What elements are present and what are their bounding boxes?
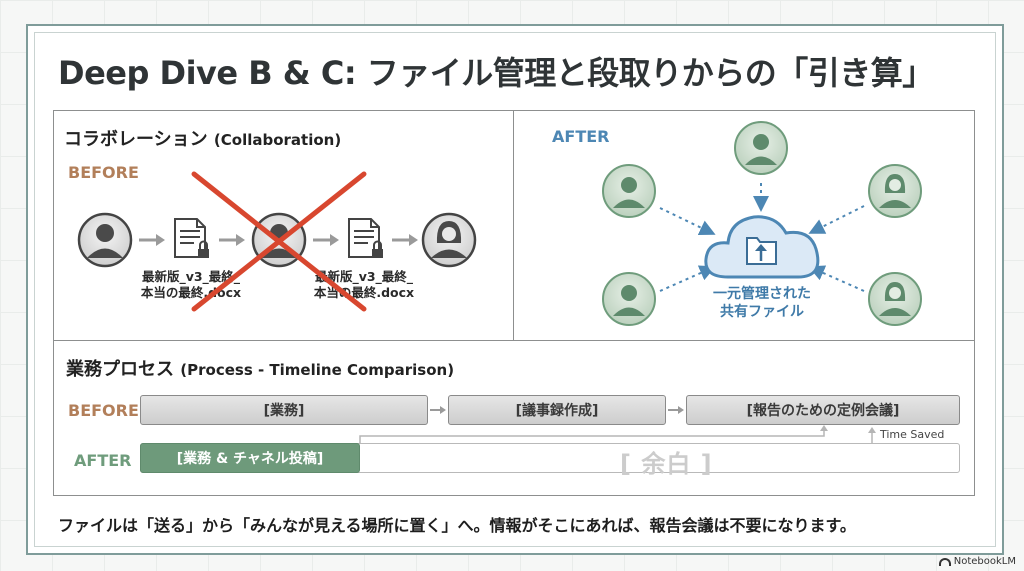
step-bar-teireikaigi: [報告のための定例会議] <box>686 395 960 425</box>
person-icon-left-bottom <box>602 272 656 326</box>
time-saved-label: Time Saved <box>880 428 945 441</box>
process-after-label: AFTER <box>74 451 132 470</box>
brand-label: NotebookLM <box>953 556 1016 567</box>
process-panel: 業務プロセス (Process - Timeline Comparison) B… <box>53 340 975 496</box>
arrow-right-icon <box>219 234 245 246</box>
cloud-caption-line1: 一元管理された <box>713 286 811 302</box>
person-icon-right-bottom <box>868 272 922 326</box>
arrow-right-icon <box>668 406 684 414</box>
file-caption-2-line1: 最新版_v3_最終_ <box>314 269 414 284</box>
person-icon-3 <box>421 212 477 268</box>
red-cross-mark <box>191 171 367 312</box>
yohaku-label: [ 余白 ] <box>620 450 713 478</box>
step-bar-gijiroku: [議事録作成] <box>448 395 666 425</box>
person-icon-top <box>734 121 788 175</box>
collab-after-label: AFTER <box>552 127 610 146</box>
arrow-right-icon <box>139 234 165 246</box>
collab-before-label: BEFORE <box>68 163 139 182</box>
footer-message: ファイルは「送る」から「みんなが見える場所に置く」へ。情報がそこにあれば、報告会… <box>58 516 856 535</box>
collab-before-panel: コラボレーション (Collaboration) BEFORE <box>53 110 515 342</box>
process-before-label: BEFORE <box>68 401 139 420</box>
collab-after-panel: AFTER <box>513 110 975 342</box>
slide-title: Deep Dive B & C: ファイル管理と段取りからの「引き算」 <box>58 54 934 92</box>
process-heading-en: (Process - Timeline Comparison) <box>180 361 455 379</box>
person-icon-1 <box>77 212 133 268</box>
slide-frame: Deep Dive B & C: ファイル管理と段取りからの「引き算」 コラボレ… <box>26 24 1004 555</box>
person-icon-left-top <box>602 164 656 218</box>
locked-document-icon-2 <box>348 218 383 258</box>
file-caption-1-line1: 最新版_v3_最終_ <box>141 269 241 284</box>
cloud-icon <box>704 215 820 279</box>
cloud-caption-line2: 共有ファイル <box>720 304 804 320</box>
step-bar-gyomu-channel: [業務 & チャネル投稿] <box>140 443 360 473</box>
collab-heading-en: (Collaboration) <box>213 131 342 149</box>
process-heading: 業務プロセス (Process - Timeline Comparison) <box>66 355 454 381</box>
slide-inner-border <box>34 32 996 547</box>
timeline-connectors <box>359 406 876 443</box>
process-heading-jp: 業務プロセス <box>66 359 174 380</box>
notebooklm-badge: NotebookLM <box>938 556 1016 567</box>
arrow-right-icon <box>430 406 446 414</box>
cloud-caption: 一元管理された 共有ファイル <box>702 285 822 321</box>
person-icon-right-top <box>868 164 922 218</box>
dotted-arrows <box>659 183 865 292</box>
arrow-right-icon <box>313 234 339 246</box>
arrow-right-icon <box>392 234 418 246</box>
collab-heading: コラボレーション (Collaboration) <box>64 125 341 151</box>
collab-heading-jp: コラボレーション <box>64 129 208 150</box>
notebooklm-logo-icon <box>938 557 951 566</box>
locked-document-icon-1 <box>174 218 209 258</box>
shared-cloud-diagram <box>602 121 922 326</box>
step-bar-gyomu: [業務] <box>140 395 428 425</box>
